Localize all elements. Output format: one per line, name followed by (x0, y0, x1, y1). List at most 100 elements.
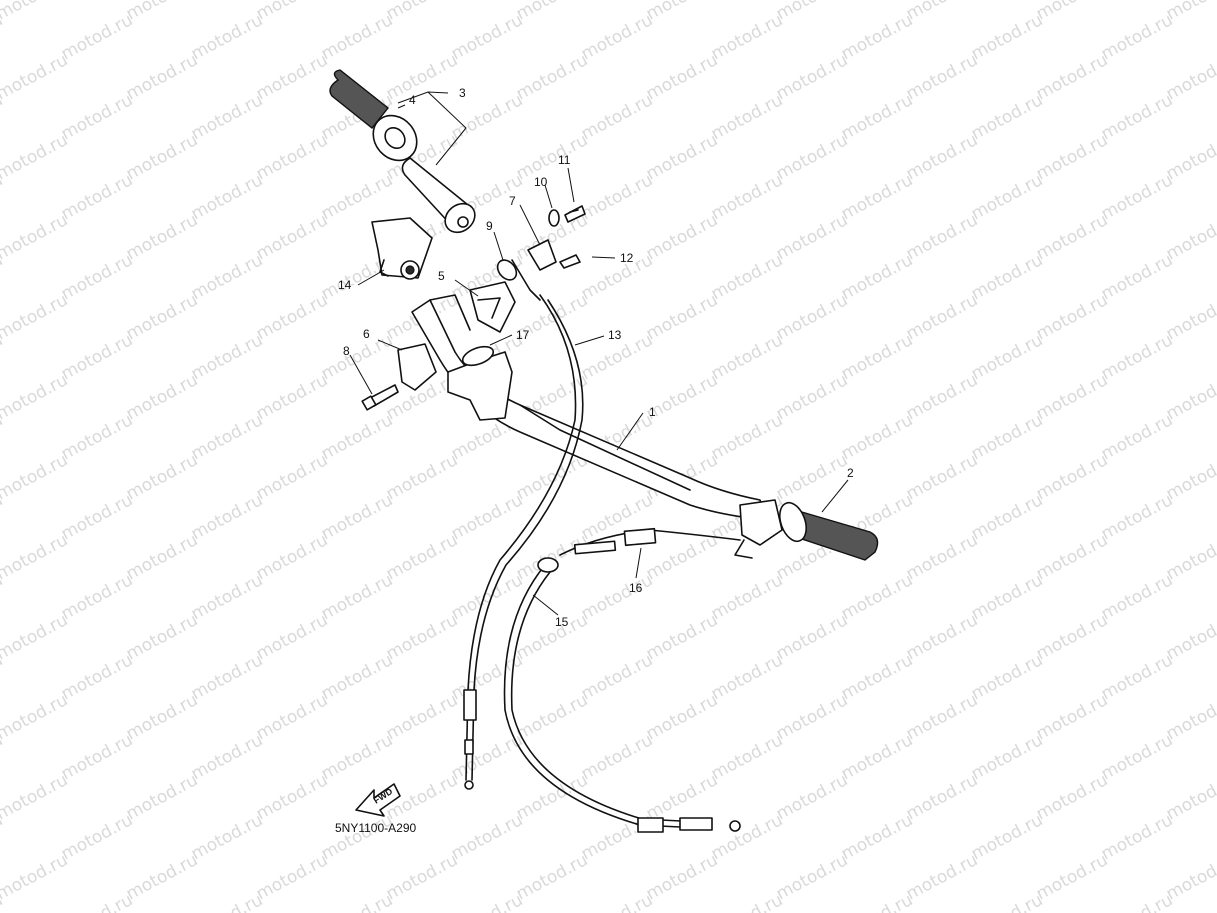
watermark-text: motod.ru (1163, 530, 1217, 584)
watermark-text: motod.ru (58, 250, 136, 304)
callout-13: 13 (608, 328, 622, 342)
watermark-text: motod.ru (1098, 730, 1176, 784)
watermark-text: motod.ru (318, 890, 396, 913)
watermark-text: motod.ru (903, 610, 981, 664)
watermark-text: motod.ru (838, 250, 916, 304)
watermark-text: motod.ru (188, 10, 266, 64)
watermark-text: motod.ru (578, 650, 656, 704)
watermark-text: motod.ru (58, 890, 136, 913)
watermark-text: motod.ru (773, 850, 851, 904)
watermark-text: motod.ru (1163, 130, 1217, 184)
watermark-text: motod.ru (318, 10, 396, 64)
watermark-text: motod.ru (513, 690, 591, 744)
callout-5: 5 (438, 269, 445, 283)
callout-15: 15 (555, 615, 569, 629)
watermark-text: motod.ru (968, 650, 1046, 704)
watermark-text: motod.ru (448, 570, 526, 624)
watermark-text: motod.ru (58, 410, 136, 464)
watermark-text: motod.ru (58, 810, 136, 864)
watermark-text: motod.ru (773, 290, 851, 344)
watermark-text: motod.ru (1098, 810, 1176, 864)
watermark-text: motod.ru (0, 690, 71, 744)
watermark-text: motod.ru (188, 810, 266, 864)
watermark-text: motod.ru (318, 330, 396, 384)
callout-2: 2 (847, 466, 854, 480)
watermark-text: motod.ru (0, 610, 71, 664)
watermark-text: motod.ru (383, 530, 461, 584)
watermark-text: motod.ru (513, 770, 591, 824)
watermark-text: motod.ru (318, 170, 396, 224)
watermark-text: motod.ru (578, 890, 656, 913)
callout-10: 10 (534, 175, 548, 189)
watermark-text: motod.ru (838, 890, 916, 913)
watermark-text: motod.ru (1033, 530, 1111, 584)
watermark-text: motod.ru (708, 10, 786, 64)
watermark-text: motod.ru (1033, 210, 1111, 264)
watermark-text: motod.ru (1098, 650, 1176, 704)
watermark-text: motod.ru (1163, 50, 1217, 104)
watermark-text: motod.ru (0, 210, 71, 264)
watermark-text: motod.ru (838, 330, 916, 384)
callout-9: 9 (486, 219, 493, 233)
leader-lines (349, 91, 849, 616)
watermark-text: motod.ru (708, 730, 786, 784)
watermark-text: motod.ru (318, 490, 396, 544)
watermark-text: motod.ru (0, 850, 71, 904)
watermark-text: motod.ru (383, 450, 461, 504)
watermark-text: motod.ru (0, 530, 71, 584)
clutch-cable (503, 557, 741, 833)
watermark-text: motod.ru (253, 610, 331, 664)
watermark-text: motod.ru (0, 130, 71, 184)
throttle-tube (401, 157, 476, 234)
watermark-text: motod.ru (643, 610, 721, 664)
watermark-text: motod.ru (773, 610, 851, 664)
watermark-text: motod.ru (1033, 850, 1111, 904)
watermark-text: motod.ru (903, 770, 981, 824)
watermark-text: motod.ru (0, 0, 71, 24)
watermark-text: motod.ru (1033, 690, 1111, 744)
watermark-text: motod.ru (123, 0, 201, 24)
watermark-text: motod.ru (1163, 370, 1217, 424)
watermark-text: motod.ru (58, 10, 136, 64)
watermark-text: motod.ru (0, 370, 71, 424)
watermark-text: motod.ru (903, 530, 981, 584)
watermark-text: motod.ru (253, 130, 331, 184)
callout-17: 17 (516, 328, 530, 342)
watermark-text: motod.ru (58, 90, 136, 144)
callout-12: 12 (620, 251, 634, 265)
watermark-text: motod.ru (643, 0, 721, 24)
watermark-text: motod.ru (188, 570, 266, 624)
watermark-text: motod.ru (188, 250, 266, 304)
watermark-text: motod.ru (383, 610, 461, 664)
watermark-text: motod.ru (0, 290, 71, 344)
bolt-8 (361, 384, 399, 411)
screw-12 (559, 254, 581, 269)
watermark-text: motod.ru (708, 250, 786, 304)
watermark-text: motod.ru (188, 90, 266, 144)
watermark-text: motod.ru (188, 890, 266, 913)
watermark-text: motod.ru (643, 770, 721, 824)
watermark-text: motod.ru (708, 810, 786, 864)
watermark-text: motod.ru (1033, 770, 1111, 824)
watermark-text: motod.ru (253, 770, 331, 824)
watermark-text: motod.ru (58, 730, 136, 784)
watermark-text: motod.ru (318, 570, 396, 624)
watermark-text: motod.ru (188, 490, 266, 544)
watermark-text: motod.ru (838, 90, 916, 144)
watermark-text: motod.ru (578, 730, 656, 784)
watermark-text: motod.ru (968, 810, 1046, 864)
watermark-text: motod.ru (188, 410, 266, 464)
watermark-text: motod.ru (708, 330, 786, 384)
watermark-text: motod.ru (1098, 410, 1176, 464)
watermark-text: motod.ru (58, 650, 136, 704)
watermark-text: motod.ru (513, 130, 591, 184)
watermark-text: motod.ru (708, 170, 786, 224)
watermark-text: motod.ru (1033, 450, 1111, 504)
watermark-text: motod.ru (318, 410, 396, 464)
watermark-text: motod.ru (513, 530, 591, 584)
watermark-text: motod.ru (903, 130, 981, 184)
watermark-text: motod.ru (253, 850, 331, 904)
watermark-text: motod.ru (1033, 50, 1111, 104)
watermark-text: motod.ru (123, 850, 201, 904)
watermark-text: motod.ru (123, 610, 201, 664)
